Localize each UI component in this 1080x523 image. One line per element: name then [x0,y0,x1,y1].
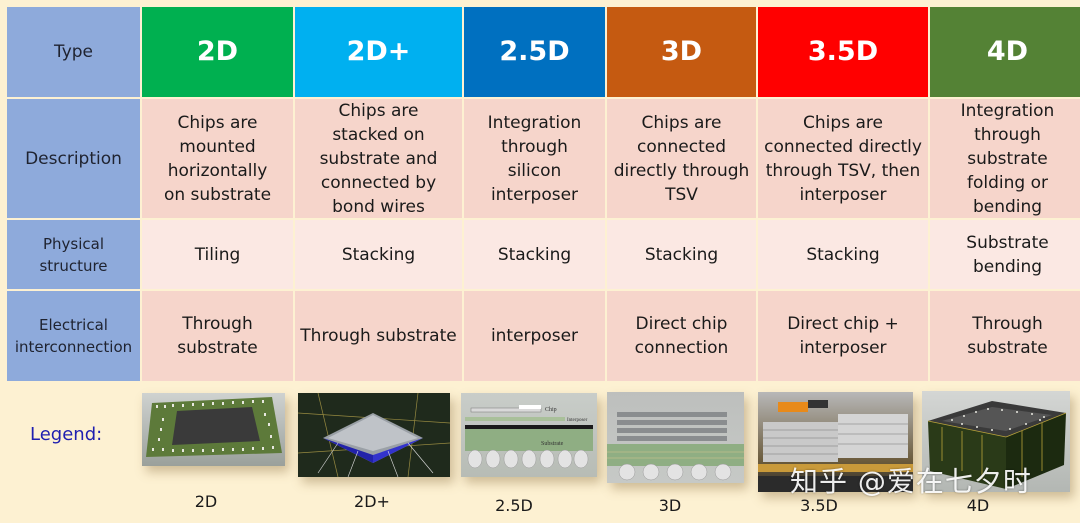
legend-caption-3-5d: 3.5D [800,496,838,515]
elec-cell-3-5d-text: Direct chip + interposer [787,314,899,358]
phys-cell-2d-plus: Stacking [295,220,462,289]
desc-cell-4d: Integration through substrate folding or… [930,99,1080,218]
elec-cell-3d: Direct chip connection [607,291,756,381]
desc-cell-2-5d: Integration through silicon interposer [464,99,605,218]
row-header-physical-structure: Physical structure [7,220,140,289]
legend-caption-4d: 4D [966,496,990,515]
legend-caption-2d-plus: 2D+ [354,492,390,511]
type-header: Type [7,7,140,97]
svg-text:Chip: Chip [545,407,557,413]
desc-cell-3d: Chips are connected directly through TSV [607,99,756,218]
elec-cell-2d: Through substrate [142,291,293,381]
desc-cell-2d-plus: Chips are stacked on substrate and conne… [295,99,462,218]
elec-cell-2-5d: interposer [464,291,605,381]
2-5d-interposer-cross-section-image: Chip Interposer Substrate [461,393,597,477]
elec-cell-3-5d: Direct chip + interposer [758,291,928,381]
col-header-2d: 2D [142,7,293,97]
svg-text:Substrate: Substrate [541,441,564,447]
row-header-electrical-interconnection: Electrical interconnection [7,291,140,381]
elec-cell-4d: Through substrate [930,291,1080,381]
col-header-3-5d: 3.5D [758,7,928,97]
watermark-text: 知乎 @爱在七夕时 [790,465,1032,498]
desc-cell-2d: Chips are mounted horizontally on substr… [142,99,293,218]
2d-plus-wire-bond-image [298,393,450,477]
desc-cell-3-5d: Chips are connected directly through TSV… [758,99,928,218]
phys-cell-3d: Stacking [607,220,756,289]
col-header-3d: 3D [607,7,756,97]
4d-bent-substrate-image [922,391,1070,492]
3d-tsv-stack-image [607,392,744,483]
2d-package-pin-grid-image [142,393,285,466]
phys-cell-2-5d: Stacking [464,220,605,289]
col-header-2d-plus: 2D+ [295,7,462,97]
packaging-comparison-table: Type 2D 2D+ 2.5D 3D 3.5D 4D Description … [7,7,1080,381]
3-5d-tsv-interposer-image [758,392,913,492]
phys-cell-2d: Tiling [142,220,293,289]
phys-cell-4d: Substrate bending [930,220,1080,289]
legend-caption-2d: 2D [194,492,218,511]
legend-caption-2-5d: 2.5D [495,496,533,515]
phys-cell-3-5d: Stacking [758,220,928,289]
svg-text:Interposer: Interposer [567,418,588,423]
elec-cell-2d-plus: Through substrate [295,291,462,381]
col-header-4d: 4D [930,7,1080,97]
legend-caption-3d: 3D [658,496,682,515]
legend-label: Legend: [30,424,103,445]
row-header-description: Description [7,99,140,218]
col-header-2-5d: 2.5D [464,7,605,97]
